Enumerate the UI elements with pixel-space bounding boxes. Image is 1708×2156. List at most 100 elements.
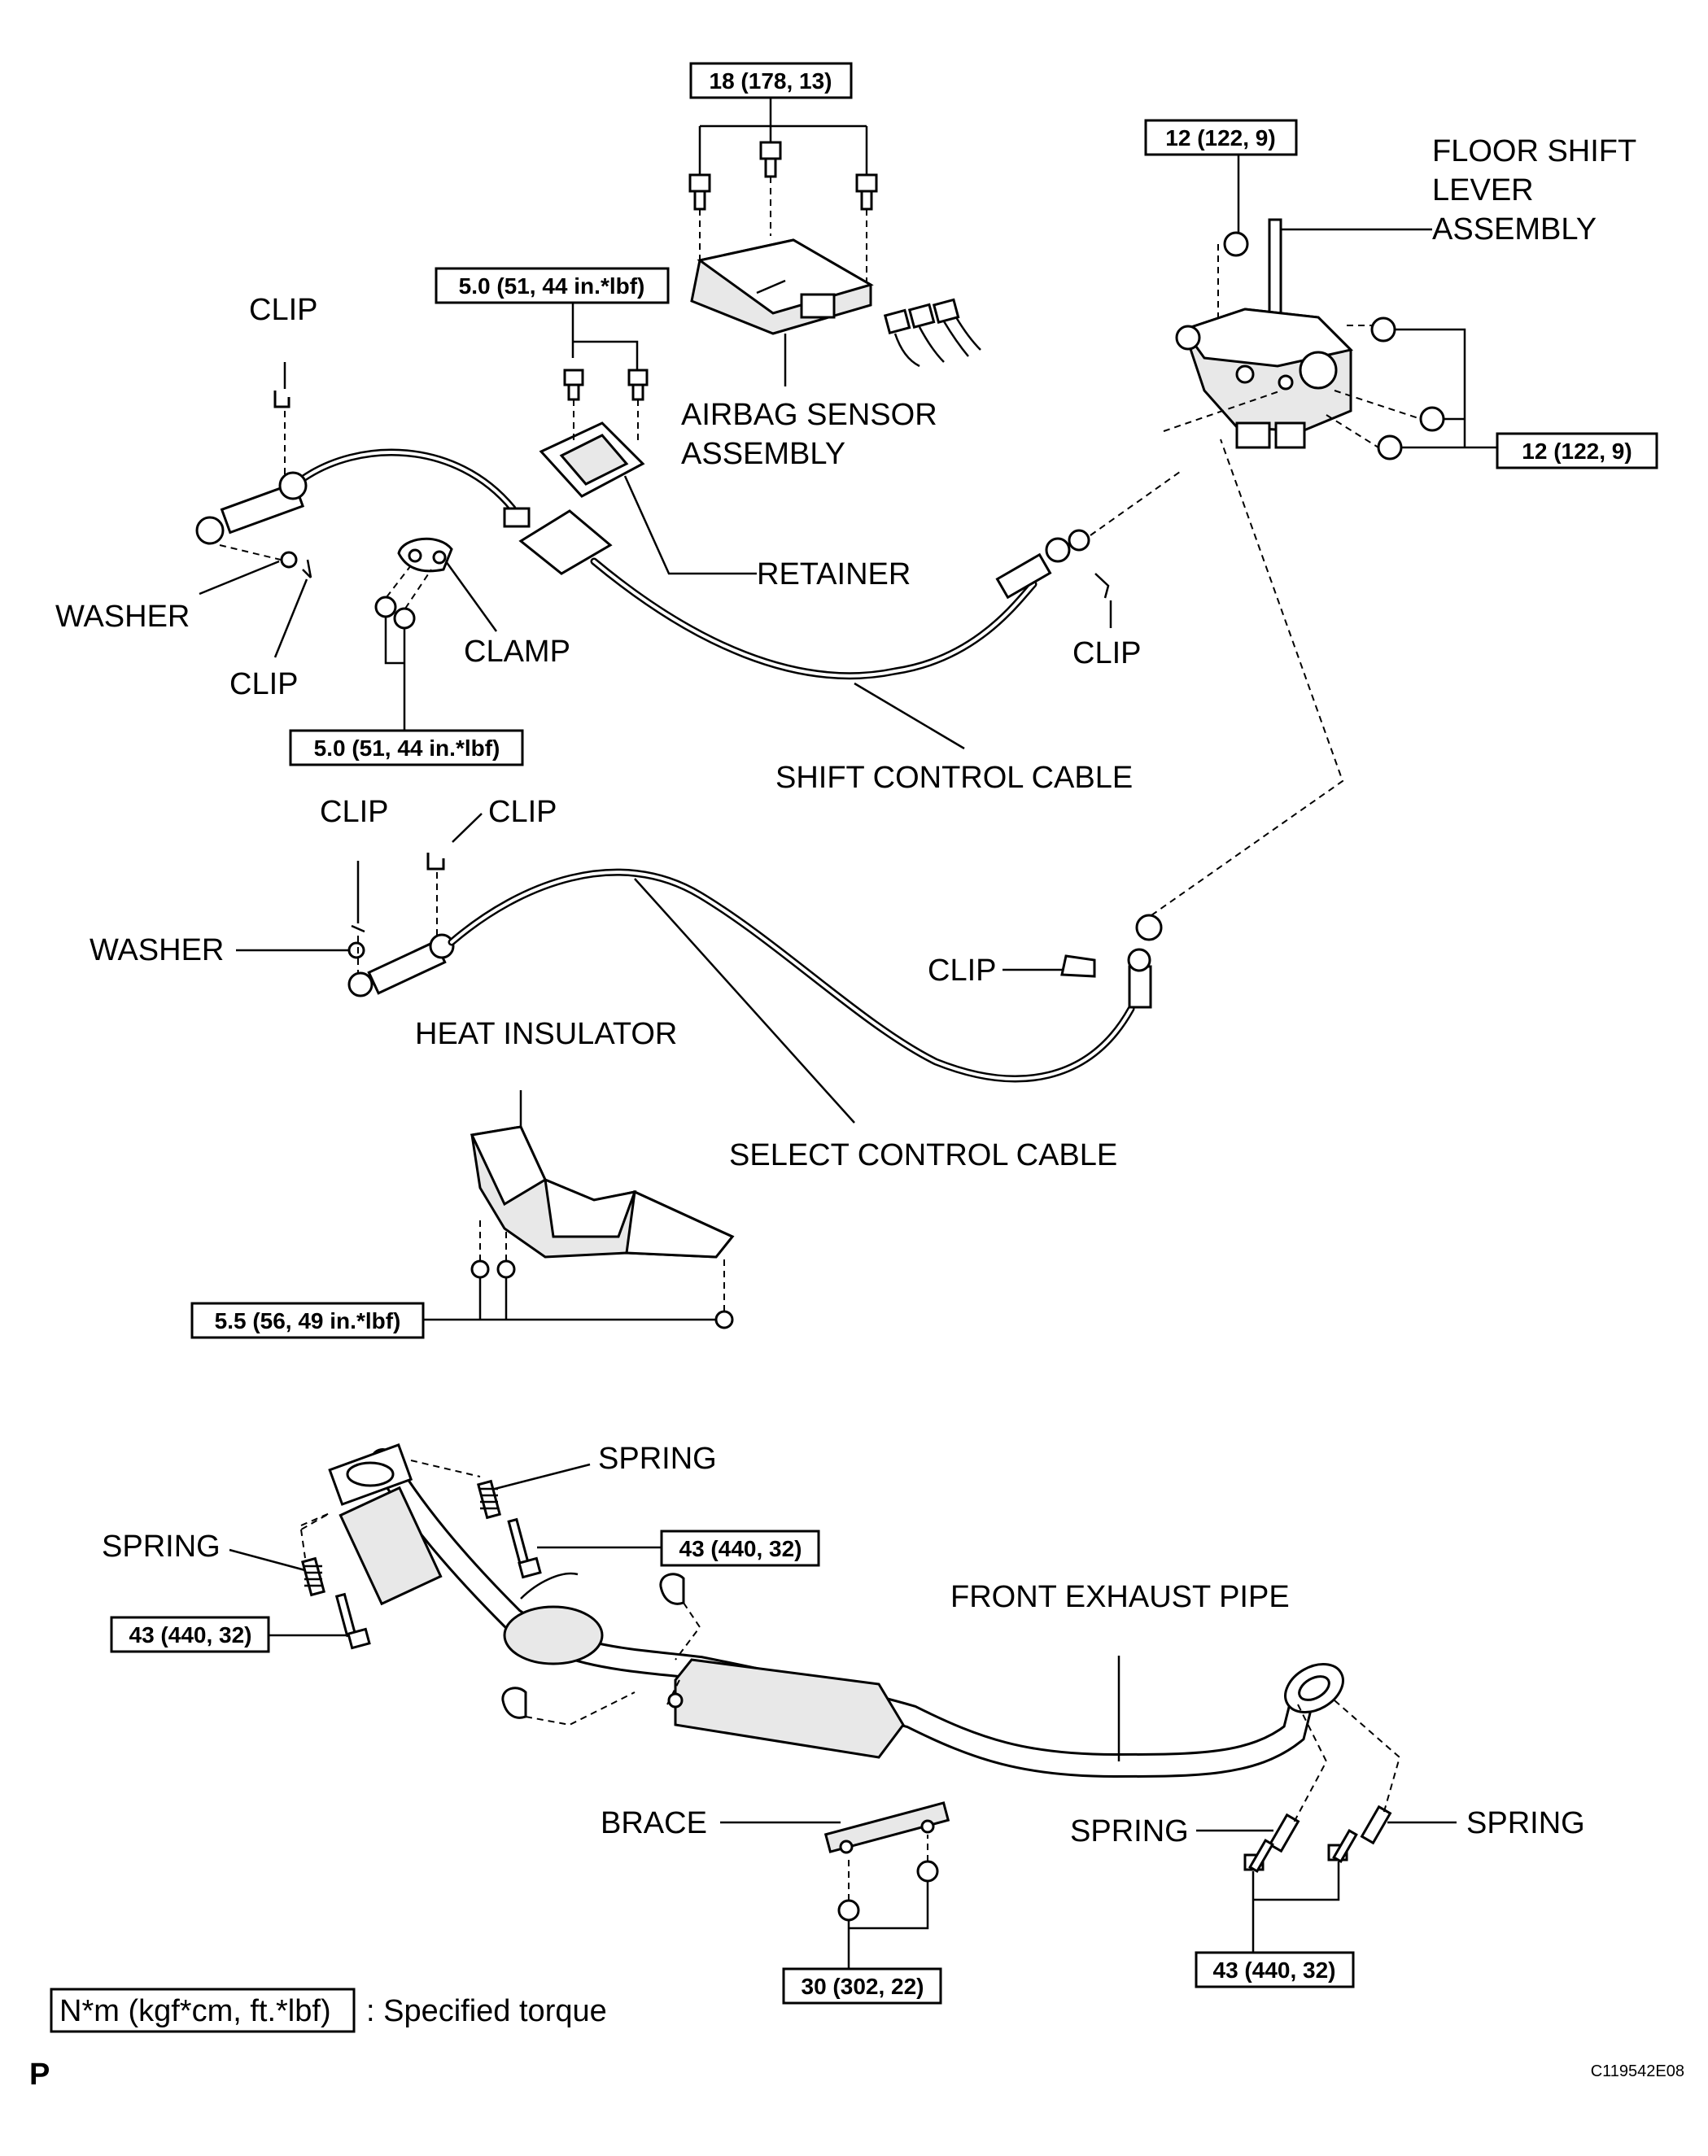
clip-icon	[1094, 573, 1110, 599]
nut-icon	[714, 1310, 734, 1329]
catalytic-converter	[503, 1605, 604, 1665]
connector-icon	[883, 298, 981, 368]
figure-code: C119542E08	[1591, 2062, 1684, 2080]
hanger-icon	[501, 1687, 527, 1719]
label-clip-6: CLIP	[928, 954, 996, 988]
nut-icon	[837, 1899, 860, 1922]
clip-icon	[426, 853, 445, 871]
nut-icon	[1370, 316, 1396, 343]
torque-exhaust-front-left: 43 (440, 32)	[129, 1622, 252, 1648]
airbag-sensor-group: 18 (178, 13) AIRBAG SENSOR AS	[681, 62, 981, 471]
clamp-body	[397, 537, 453, 573]
label-washer-1: WASHER	[55, 600, 190, 634]
clip-icon	[302, 559, 312, 578]
floor-shift-group: 12 (122, 9) FLOOR SHIFT LEVER ASSEMBLY 1…	[1144, 119, 1658, 469]
nut-icon	[470, 1259, 490, 1279]
nut-icon	[496, 1259, 516, 1279]
bolt-icon	[855, 173, 878, 211]
legend: N*m (kgf*cm, ft.*lbf) : Specified torque	[50, 1988, 607, 2033]
label-heat-insulator: HEAT INSULATOR	[415, 1017, 677, 1051]
torque-box-exhaust-front-upper	[660, 1530, 820, 1567]
torque-box-clamp	[289, 729, 524, 766]
torque-retainer: 5.0 (51, 44 in.*lbf)	[459, 273, 645, 299]
hanger-icon	[659, 1573, 685, 1605]
torque-exhaust-front-upper: 43 (440, 32)	[679, 1536, 802, 1561]
torque-box-exhaust-rear	[1195, 1951, 1355, 1988]
clip-icon	[351, 924, 365, 933]
airbag-sensor-body	[690, 238, 874, 335]
floor-shift-lever-body	[1175, 218, 1353, 449]
bolt-icon	[1243, 1838, 1274, 1874]
nut-icon	[1223, 231, 1249, 257]
nut-icon	[1419, 406, 1445, 432]
shift-control-cable-group: CLIP WASHER CLIP 5.0 (51, 44 in.*lbf)	[55, 267, 1282, 795]
heat-insulator-group: HEAT INSULATOR 5.5 (56, 49 in.*lbf)	[190, 1017, 735, 1339]
legend-box	[50, 1988, 356, 2033]
torque-brace: 30 (302, 22)	[802, 1974, 924, 1999]
torque-box-floor-top	[1144, 119, 1298, 156]
spring-icon	[477, 1479, 501, 1520]
clip-icon	[273, 391, 290, 408]
label-select-control-cable: SELECT CONTROL CABLE	[729, 1138, 1117, 1172]
torque-box-floor-right	[1496, 432, 1658, 469]
torque-airbag-sensor: 18 (178, 13)	[710, 68, 832, 94]
spring-icon	[301, 1556, 325, 1597]
label-spring-1: SPRING	[598, 1442, 717, 1476]
cable-end-icon	[347, 933, 455, 997]
footer-letter: P	[29, 2058, 50, 2092]
bolt-icon	[1327, 1828, 1358, 1864]
label-spring-2: SPRING	[102, 1530, 221, 1564]
label-clip-4: CLIP	[320, 795, 388, 829]
legend-description: : Specified torque	[366, 1994, 607, 2028]
label-front-exhaust-pipe: FRONT EXHAUST PIPE	[950, 1580, 1290, 1614]
heat-insulator-body	[470, 1125, 735, 1259]
bolt-icon	[688, 173, 711, 211]
label-floor-shift-3: ASSEMBLY	[1432, 212, 1597, 247]
torque-heat-insulator: 5.5 (56, 49 in.*lbf)	[215, 1308, 401, 1333]
nut-icon	[374, 596, 416, 630]
sensor-wire	[520, 1572, 579, 1600]
torque-floor-shift-top: 12 (122, 9)	[1165, 125, 1275, 151]
bolt-icon	[563, 369, 584, 401]
label-spring-4: SPRING	[1466, 1806, 1585, 1840]
label-airbag-sensor-1: AIRBAG SENSOR	[681, 398, 937, 432]
label-floor-shift-2: LEVER	[1432, 173, 1534, 207]
clip-icon	[1060, 954, 1096, 978]
nut-icon	[916, 1860, 939, 1883]
bolt-icon	[667, 1692, 684, 1709]
exhaust-flange-front	[328, 1443, 443, 1606]
label-brace: BRACE	[601, 1806, 707, 1840]
bolt-icon	[334, 1592, 371, 1650]
exhaust-flange-rear	[1284, 1663, 1344, 1713]
torque-box-heat-insulator	[190, 1302, 425, 1339]
label-washer-2: WASHER	[90, 933, 224, 967]
label-spring-3: SPRING	[1070, 1814, 1189, 1848]
torque-box-exhaust-front-left	[110, 1616, 270, 1653]
label-floor-shift-1: FLOOR SHIFT	[1432, 134, 1636, 168]
front-exhaust-pipe-group: SPRING 43 (440, 32) SPRING 43 (440, 32) …	[102, 1442, 1585, 2005]
label-clip-2: CLIP	[229, 667, 298, 701]
torque-clamp: 5.0 (51, 44 in.*lbf)	[314, 735, 500, 761]
cable-end-icon	[995, 529, 1090, 600]
legend-unit: N*m (kgf*cm, ft.*lbf)	[59, 1994, 331, 2028]
select-control-cable-group: CLIP CLIP WASHER CLIP SELECT CONTROL CAB…	[90, 439, 1344, 1172]
torque-box-retainer	[435, 267, 670, 304]
spring-icon	[1360, 1805, 1392, 1845]
spring-icon	[1268, 1813, 1300, 1853]
muffler	[674, 1658, 905, 1759]
label-shift-control-cable: SHIFT CONTROL CABLE	[775, 761, 1133, 795]
bolt-icon	[627, 369, 649, 401]
torque-floor-shift-right: 12 (122, 9)	[1522, 439, 1632, 464]
bolt-icon	[759, 141, 782, 178]
label-clip-1: CLIP	[249, 293, 317, 327]
retainer-body	[503, 421, 645, 575]
label-retainer: RETAINER	[757, 557, 911, 591]
cable-end-icon	[195, 471, 308, 545]
label-clip-3: CLIP	[1072, 636, 1141, 670]
label-airbag-sensor-2: ASSEMBLY	[681, 437, 845, 471]
washer-icon	[280, 551, 298, 569]
washer-icon	[347, 941, 365, 959]
cable-end-icon	[1127, 914, 1163, 1009]
label-clamp: CLAMP	[464, 635, 570, 669]
